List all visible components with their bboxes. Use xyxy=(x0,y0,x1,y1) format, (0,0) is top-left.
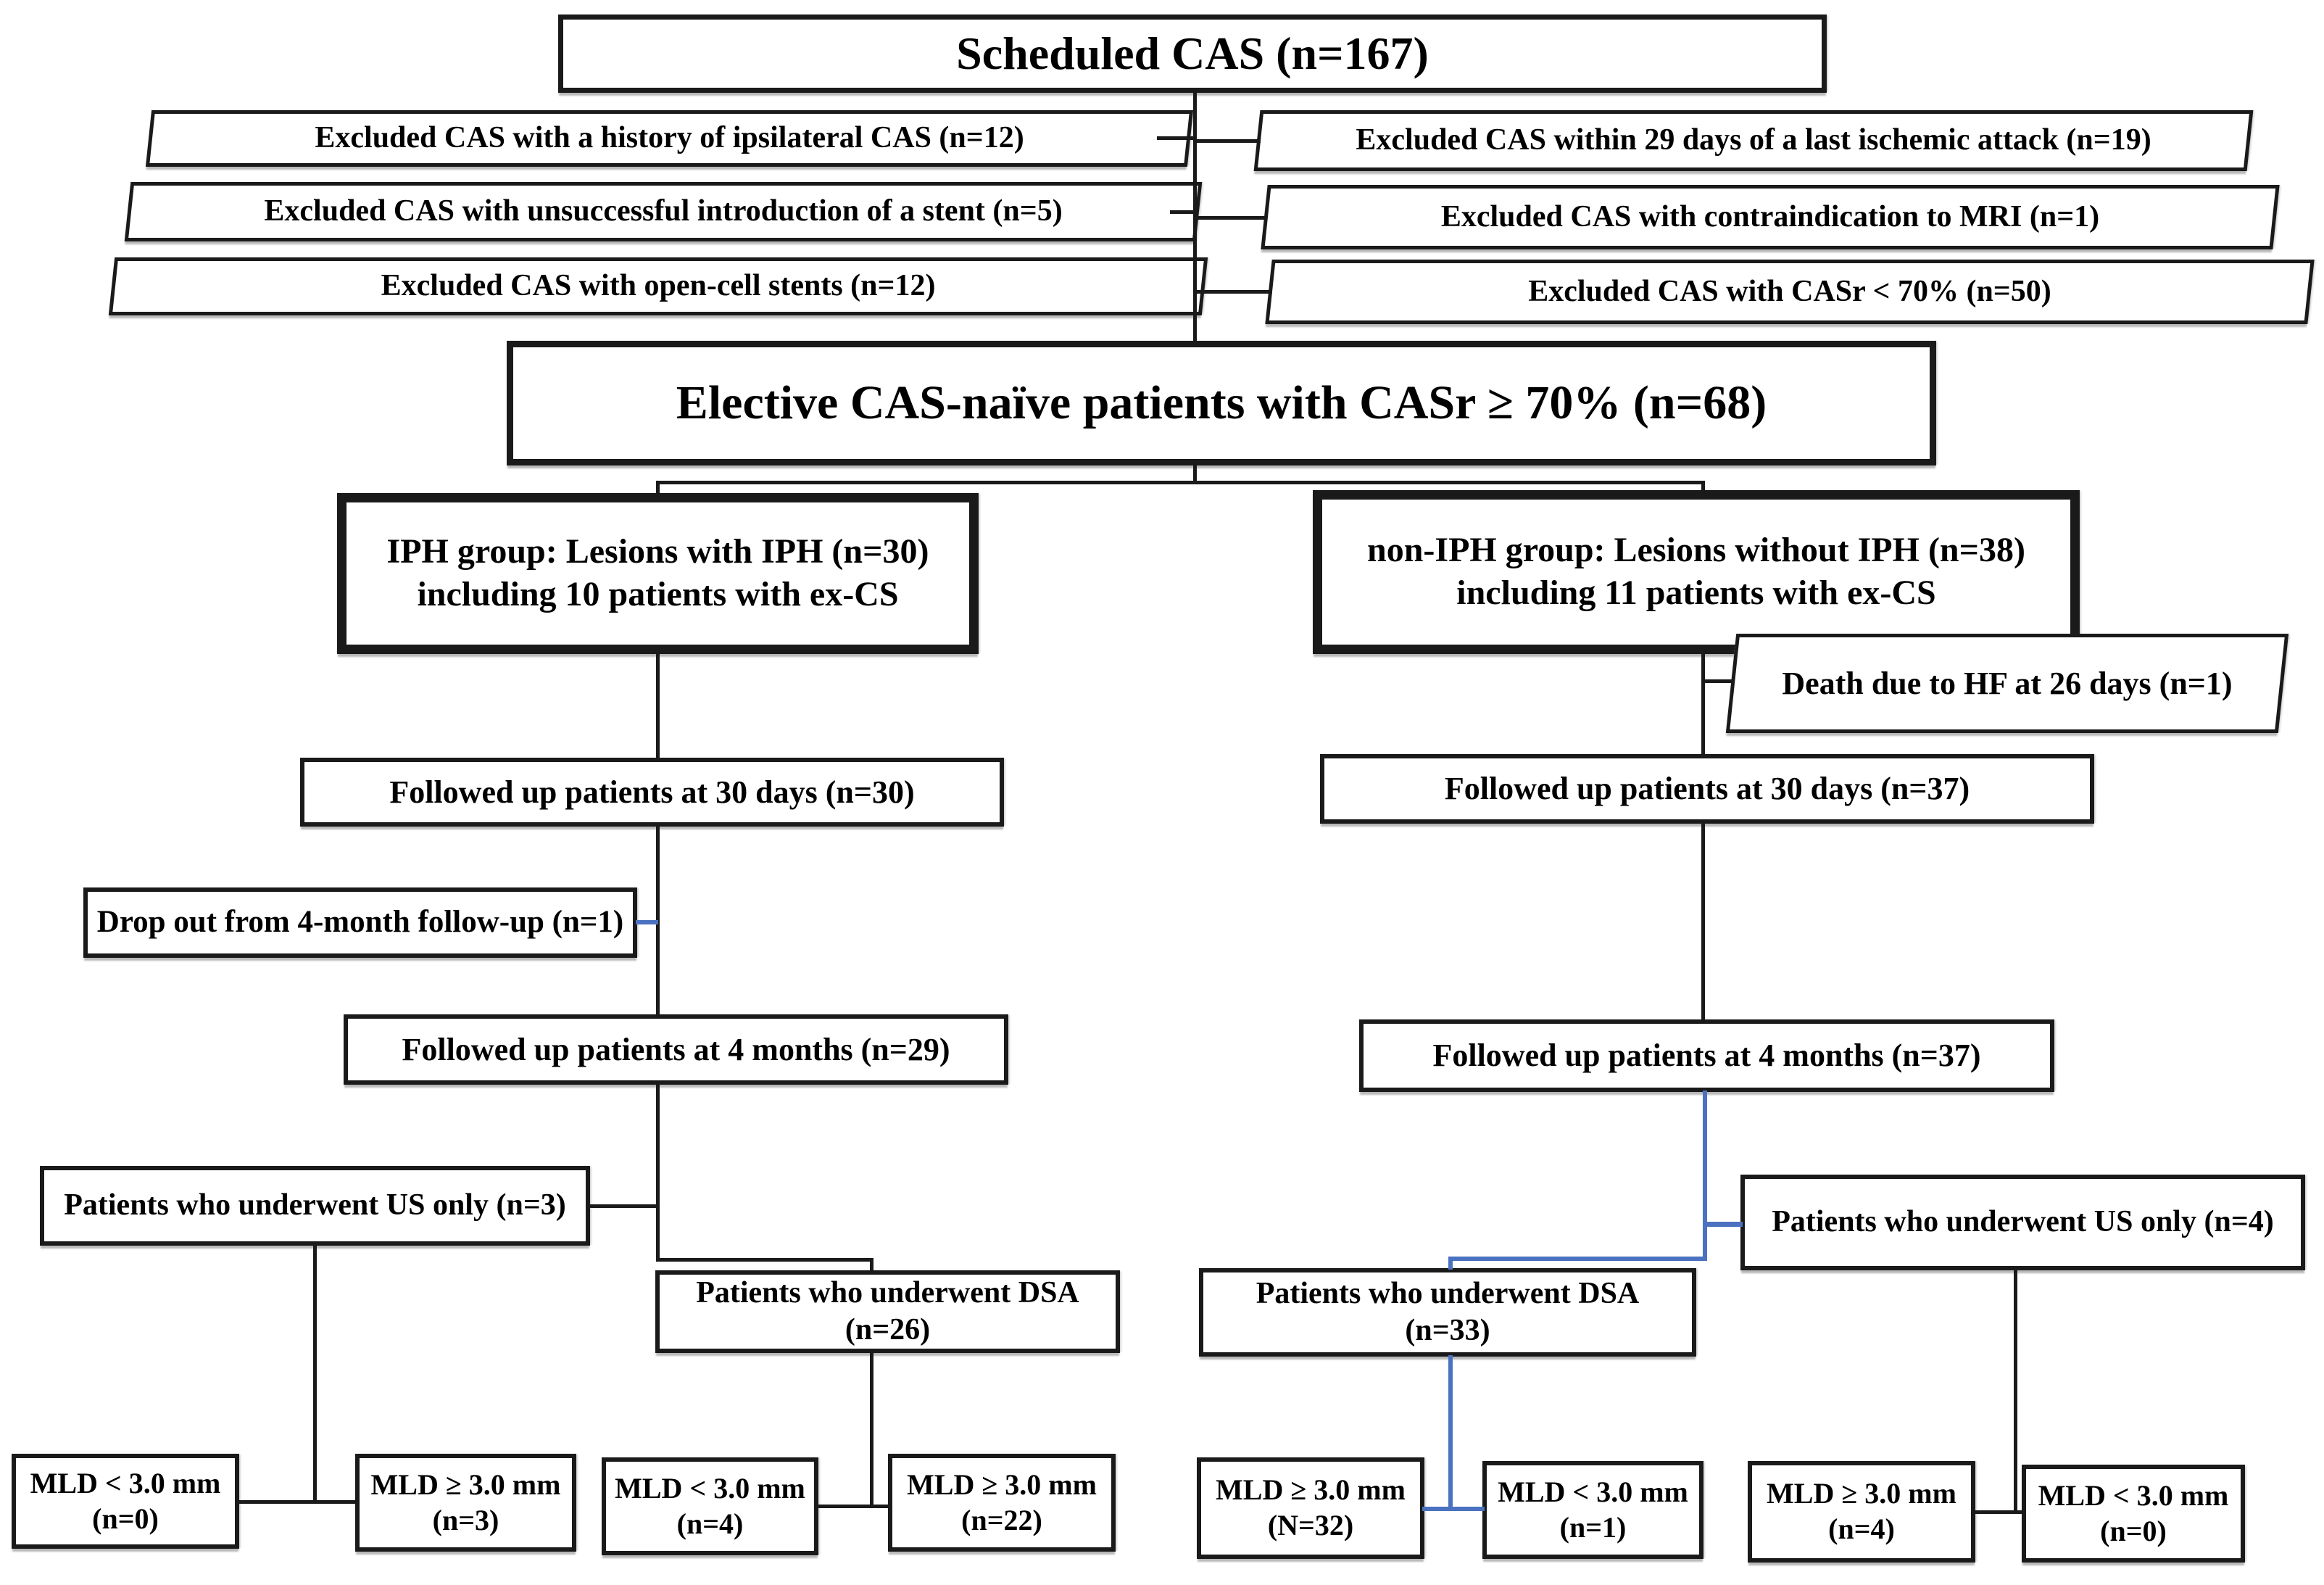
left-followup-4months-label: Followed up patients at 4 months (n=29) xyxy=(402,1031,950,1067)
left-dsa-line2: (n=26) xyxy=(844,1313,931,1346)
mld-line1: MLD < 3.0 mm xyxy=(1498,1475,1688,1508)
non-iph-group-line2: including 11 patients with ex-CS xyxy=(1456,574,1936,612)
left-followup-4months-box: Followed up patients at 4 months (n=29) xyxy=(344,1014,1008,1085)
scheduled-cas-label: Scheduled CAS (n=167) xyxy=(956,27,1429,79)
elective-patients-label: Elective CAS-naïve patients with CASr ≥ … xyxy=(676,376,1767,429)
iph-group-line2: including 10 patients with ex-CS xyxy=(417,575,899,613)
connector-excl-right3 xyxy=(1197,290,1272,294)
left-followup-30days-label: Followed up patients at 30 days (n=30) xyxy=(389,774,915,810)
scheduled-cas-box: Scheduled CAS (n=167) xyxy=(558,15,1827,93)
mld-line2: (n=0) xyxy=(92,1502,159,1535)
right-followup-4months-label: Followed up patients at 4 months (n=37) xyxy=(1432,1038,1981,1074)
exclusion-ipsilateral-box: Excluded CAS with a history of ipsilater… xyxy=(145,110,1194,167)
mld-line2: (n=0) xyxy=(2100,1514,2167,1547)
dropout-box: Drop out from 4-month follow-up (n=1) xyxy=(83,887,637,958)
mld-line2: (n=4) xyxy=(1828,1512,1895,1545)
mld-line1: MLD < 3.0 mm xyxy=(2038,1478,2229,1512)
connector-us-left-stub xyxy=(589,1204,658,1208)
connector-death-stub xyxy=(1701,679,1734,683)
right-dsa-line2: (n=33) xyxy=(1405,1314,1490,1347)
connector-excl-right1 xyxy=(1197,139,1261,143)
connector-dsa-left-stub xyxy=(870,1258,873,1272)
connector-dsa-right-elbow xyxy=(1448,1257,1707,1261)
connector-mld3-mld4 xyxy=(817,1505,889,1508)
right-followup-30days-label: Followed up patients at 30 days (n=37) xyxy=(1444,771,1970,807)
connector-dsa-left-elbow xyxy=(656,1258,873,1262)
connector-top-vertical xyxy=(1193,92,1197,342)
right-dsa-line1: Patients who underwent DSA xyxy=(1256,1276,1640,1310)
iph-group-line1: IPH group: Lesions with IPH (n=30) xyxy=(386,532,929,571)
connector-mld1-mld2 xyxy=(238,1500,357,1504)
right-mld-under3-n0-box: MLD < 3.0 mm (n=0) xyxy=(2022,1465,2245,1563)
mld-line1: MLD < 3.0 mm xyxy=(615,1471,805,1505)
connector-mld5-mld6 xyxy=(1422,1507,1485,1511)
left-mld-over3-n3-box: MLD ≥ 3.0 mm (n=3) xyxy=(355,1454,576,1552)
connector-dsa-right-down xyxy=(1448,1355,1453,1509)
iph-group-box: IPH group: Lesions with IPH (n=30) inclu… xyxy=(337,493,979,654)
left-followup-30days-box: Followed up patients at 30 days (n=30) xyxy=(300,758,1004,827)
death-hf-box: Death due to HF at 26 days (n=1) xyxy=(1725,634,2289,733)
left-mld-under3-n0-box: MLD < 3.0 mm (n=0) xyxy=(12,1454,239,1549)
connector-noniph-to-fu30 xyxy=(1701,653,1705,756)
left-dsa-box: Patients who underwent DSA (n=26) xyxy=(655,1270,1120,1353)
mld-line1: MLD < 3.0 mm xyxy=(30,1466,221,1499)
exclusion-casr-box: Excluded CAS with CASr < 70% (n=50) xyxy=(1265,260,2315,324)
right-mld-over3-n4-box: MLD ≥ 3.0 mm (n=4) xyxy=(1748,1461,1975,1563)
connector-branch-horizontal xyxy=(656,481,1705,484)
connector-dsa-left-down xyxy=(870,1352,873,1506)
connector-fu4m-down-right xyxy=(1703,1091,1707,1261)
connector-us-left-down xyxy=(313,1244,317,1502)
connector-dsa-right-stub xyxy=(1448,1257,1453,1270)
mld-line1: MLD ≥ 3.0 mm xyxy=(1767,1477,1956,1510)
left-us-only-box: Patients who underwent US only (n=3) xyxy=(40,1166,590,1246)
exclusion-stent-introduction-label: Excluded CAS with unsuccessful introduct… xyxy=(264,194,1063,228)
connector-branch-right-stub xyxy=(1701,481,1705,492)
right-mld-over3-n32-box: MLD ≥ 3.0 mm (N=32) xyxy=(1197,1457,1424,1559)
connector-us-right-down xyxy=(2014,1269,2017,1512)
connector-us-right-stub xyxy=(1703,1222,1743,1227)
connector-excl-left2 xyxy=(1170,210,1197,214)
connector-iph-to-fu30 xyxy=(656,653,660,759)
death-hf-label: Death due to HF at 26 days (n=1) xyxy=(1782,665,2233,701)
mld-line2: (n=3) xyxy=(432,1503,499,1536)
dropout-label: Drop out from 4-month follow-up (n=1) xyxy=(96,905,624,940)
connector-excl-right2 xyxy=(1197,216,1267,220)
elective-patients-box: Elective CAS-naïve patients with CASr ≥ … xyxy=(507,341,1936,465)
exclusion-ischemic-attack-label: Excluded CAS within 29 days of a last is… xyxy=(1356,123,2151,157)
right-mld-under3-n1-box: MLD < 3.0 mm (n=1) xyxy=(1482,1461,1703,1559)
exclusion-open-cell-box: Excluded CAS with open-cell stents (n=12… xyxy=(108,257,1208,315)
mld-line2: (n=22) xyxy=(961,1503,1042,1536)
mld-line2: (n=4) xyxy=(676,1507,744,1540)
left-mld-over3-n22-box: MLD ≥ 3.0 mm (n=22) xyxy=(888,1454,1116,1552)
right-us-only-box: Patients who underwent US only (n=4) xyxy=(1740,1175,2305,1270)
connector-dropout-stub xyxy=(636,920,658,924)
connector-excl-left1 xyxy=(1157,136,1197,140)
connector-fu4m-down-left xyxy=(656,1083,660,1262)
exclusion-casr-label: Excluded CAS with CASr < 70% (n=50) xyxy=(1528,274,2051,308)
exclusion-open-cell-label: Excluded CAS with open-cell stents (n=12… xyxy=(381,269,936,303)
exclusion-mri-label: Excluded CAS with contraindication to MR… xyxy=(1440,199,2100,233)
mld-line1: MLD ≥ 3.0 mm xyxy=(907,1468,1097,1501)
left-us-only-label: Patients who underwent US only (n=3) xyxy=(64,1188,566,1222)
non-iph-group-box: non-IPH group: Lesions without IPH (n=38… xyxy=(1313,490,2080,654)
connector-branch-left-stub xyxy=(656,481,660,495)
mld-line1: MLD ≥ 3.0 mm xyxy=(370,1468,561,1501)
connector-fu30-to-fu4m-right xyxy=(1701,822,1705,1021)
left-mld-under3-n4-box: MLD < 3.0 mm (n=4) xyxy=(602,1457,818,1555)
exclusion-mri-box: Excluded CAS with contraindication to MR… xyxy=(1261,185,2280,249)
non-iph-group-line1: non-IPH group: Lesions without IPH (n=38… xyxy=(1367,531,2025,570)
right-followup-4months-box: Followed up patients at 4 months (n=37) xyxy=(1359,1019,2054,1092)
mld-line2: (n=1) xyxy=(1559,1510,1627,1544)
right-dsa-box: Patients who underwent DSA (n=33) xyxy=(1199,1268,1696,1357)
exclusion-stent-introduction-box: Excluded CAS with unsuccessful introduct… xyxy=(124,182,1203,241)
mld-line1: MLD ≥ 3.0 mm xyxy=(1216,1473,1406,1507)
connector-mld7-mld8 xyxy=(1973,1510,2024,1514)
right-followup-30days-box: Followed up patients at 30 days (n=37) xyxy=(1320,754,2094,824)
exclusion-ipsilateral-label: Excluded CAS with a history of ipsilater… xyxy=(315,121,1024,155)
exclusion-ischemic-attack-box: Excluded CAS within 29 days of a last is… xyxy=(1253,110,2254,171)
connector-elective-stub xyxy=(1193,465,1197,483)
right-us-only-label: Patients who underwent US only (n=4) xyxy=(1772,1205,2274,1239)
left-dsa-line1: Patients who underwent DSA xyxy=(696,1275,1079,1309)
mld-line2: (N=32) xyxy=(1267,1509,1354,1541)
